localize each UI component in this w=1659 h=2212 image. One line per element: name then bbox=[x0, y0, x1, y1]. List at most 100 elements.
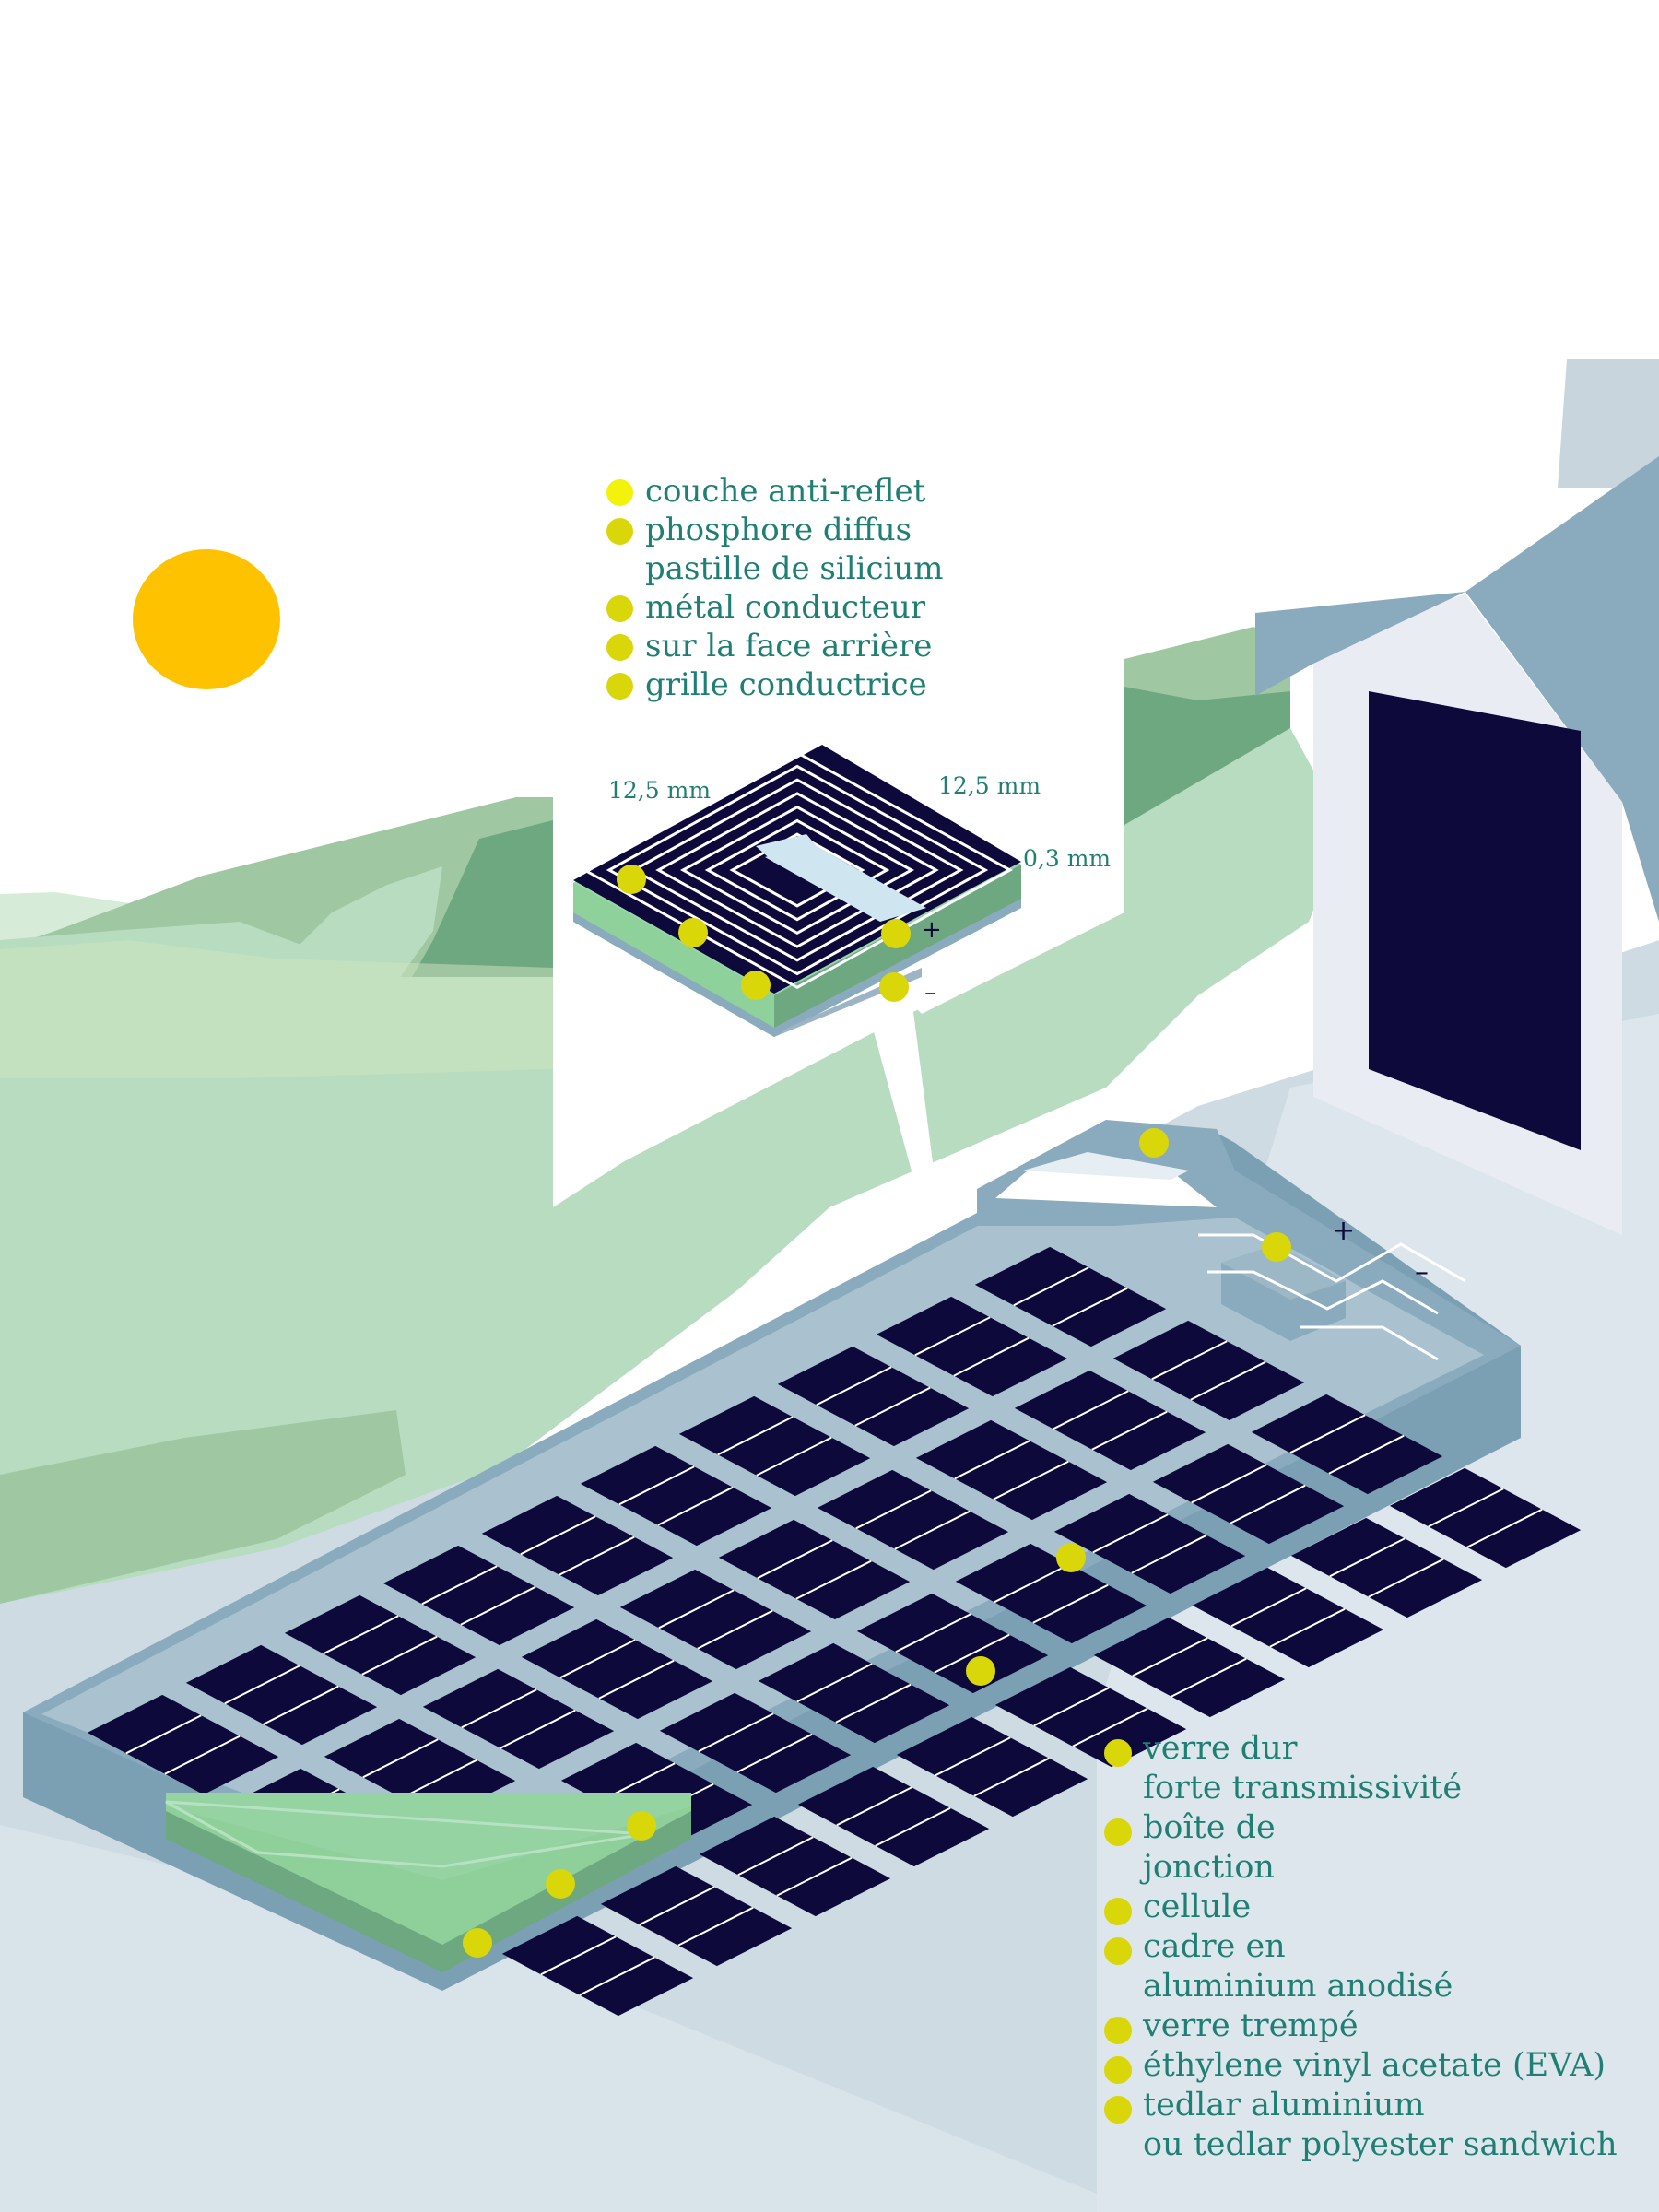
legend-item: cadre en bbox=[1099, 1927, 1652, 1967]
cell-conductor-line bbox=[934, 1633, 1010, 1674]
cell-conductor-line bbox=[776, 1856, 853, 1897]
solar-cell bbox=[1053, 1493, 1246, 1594]
cell-conductor-line bbox=[1428, 1488, 1504, 1528]
cell-conductor-line bbox=[500, 1709, 576, 1749]
house-window bbox=[1369, 691, 1581, 1150]
sun bbox=[133, 549, 280, 689]
cell-conductor-line bbox=[935, 1736, 1011, 1777]
panel-minus-label: – bbox=[1415, 1256, 1429, 1288]
cell-conductor-line bbox=[836, 1786, 912, 1827]
mountain-right bbox=[1558, 359, 1659, 488]
marker-glass bbox=[627, 1811, 656, 1841]
marker-dot-icon bbox=[1104, 1937, 1132, 1965]
marker-dot-icon bbox=[606, 518, 633, 545]
cell-conductor-line bbox=[1053, 1390, 1129, 1430]
cell-conductor-line bbox=[1230, 1587, 1307, 1628]
cell-conductor-line bbox=[1289, 1414, 1366, 1454]
solar-cell bbox=[758, 1642, 950, 1744]
cell-grid-ring bbox=[679, 805, 915, 935]
legend-item: phosphore diffus bbox=[601, 511, 944, 549]
marker-dot-icon bbox=[1104, 1818, 1132, 1846]
marker-dot-icon bbox=[1104, 2096, 1132, 2124]
cell-conductor-line bbox=[1466, 1508, 1543, 1548]
legend-item: ou tedlar polyester sandwich bbox=[1143, 2126, 1618, 2163]
solar-cell bbox=[718, 1519, 911, 1620]
solar-cell bbox=[382, 1545, 575, 1646]
legend-item: sur la face arrière bbox=[601, 627, 944, 665]
cell-conductor-line bbox=[461, 1688, 537, 1729]
solar-cell bbox=[1251, 1394, 1443, 1495]
cell-plus-label: + bbox=[922, 916, 942, 944]
legend-item: boîte de bbox=[1099, 1808, 1652, 1848]
solar-cell bbox=[797, 1766, 990, 1867]
legend-item: cellule bbox=[1099, 1888, 1652, 1927]
marker-dot-icon bbox=[1104, 2056, 1132, 2084]
solar-cell bbox=[481, 1495, 674, 1596]
cell-conductor-line bbox=[1230, 1484, 1306, 1524]
bus-bar bbox=[765, 843, 926, 922]
cell-conductor-line bbox=[520, 1515, 596, 1556]
solar-cell bbox=[619, 1569, 812, 1670]
cell-conductor-line bbox=[717, 1416, 794, 1456]
legend-item: tedlar aluminium bbox=[1099, 2086, 1652, 2125]
house-roof-left bbox=[1255, 592, 1465, 696]
cell-conductor-line bbox=[1052, 1287, 1128, 1327]
house-roof-right bbox=[1465, 456, 1659, 922]
cell-conductor-line bbox=[737, 1836, 814, 1877]
solar-cell bbox=[1290, 1517, 1483, 1618]
cell-conductor-line bbox=[756, 1436, 832, 1477]
solar-cell bbox=[284, 1594, 477, 1696]
cell-conductor-line bbox=[224, 1665, 300, 1705]
marker-cell-grid bbox=[881, 919, 911, 948]
cell-conductor-line bbox=[1092, 1513, 1169, 1554]
solar-cell bbox=[1192, 1567, 1384, 1668]
cell-conductor-line bbox=[1151, 1340, 1228, 1381]
cell-conductor-line bbox=[698, 1712, 774, 1753]
legend-item: verre dur bbox=[1099, 1729, 1652, 1769]
cell-conductor-line bbox=[658, 1589, 735, 1630]
cell-conductor-line bbox=[323, 1615, 399, 1655]
cell-conductor-line bbox=[421, 1565, 498, 1606]
solar-cell bbox=[856, 1593, 1049, 1694]
cell-conductor-line bbox=[639, 1886, 715, 1926]
cell-conductor-line bbox=[875, 1806, 951, 1847]
cell-conductor-line bbox=[855, 1489, 932, 1530]
cell-conductor-line bbox=[164, 1735, 241, 1775]
solar-cell bbox=[876, 1296, 1068, 1397]
cell-conductor-line bbox=[559, 1535, 635, 1576]
cell-grid-ring bbox=[630, 778, 964, 962]
cell-conductor-line bbox=[677, 1906, 754, 1947]
cell-conductor-line bbox=[1131, 1534, 1207, 1574]
cell-conductor-line bbox=[816, 1366, 892, 1406]
ground-lower bbox=[0, 1825, 1097, 2212]
cell-conductor-line bbox=[757, 1539, 833, 1580]
cell-conductor-line bbox=[1072, 1707, 1148, 1747]
legend-panel-parts: verre dur forte transmissivité boîte de … bbox=[1099, 1729, 1652, 2165]
cell-conductor-line bbox=[895, 1613, 971, 1653]
cell-conductor-line bbox=[1190, 1360, 1266, 1401]
solar-cell bbox=[678, 1395, 871, 1497]
cell-conductor-line bbox=[994, 1563, 1070, 1604]
cell-conductor-line bbox=[1091, 1410, 1168, 1451]
cell-conductor-line bbox=[1171, 1657, 1247, 1698]
legend-item: métal conducteur bbox=[601, 588, 944, 627]
marker-cell-antireflect bbox=[617, 865, 646, 894]
legend-item: verre trempé bbox=[1099, 2006, 1652, 2046]
land-light bbox=[0, 940, 553, 1078]
solar-cell bbox=[955, 1543, 1147, 1644]
marker-tedlar bbox=[463, 1928, 492, 1958]
marker-junction-block bbox=[1262, 1232, 1291, 1262]
land-green bbox=[0, 728, 1346, 1631]
cell-conductor-line bbox=[894, 1510, 971, 1550]
legend-item: jonction bbox=[1143, 1849, 1275, 1886]
cell-grid-ring bbox=[704, 818, 890, 922]
marker-dot-icon bbox=[606, 595, 633, 622]
legend-item: éthylene vinyl acetate (EVA) bbox=[1099, 2046, 1652, 2086]
marker-cell-phosphore bbox=[678, 918, 708, 947]
cell-conductor-line bbox=[1132, 1637, 1208, 1677]
hill-dark-left bbox=[396, 820, 553, 1005]
dimension-left: 12,5 mm bbox=[608, 777, 712, 804]
dimension-right: 12,5 mm bbox=[938, 772, 1041, 799]
